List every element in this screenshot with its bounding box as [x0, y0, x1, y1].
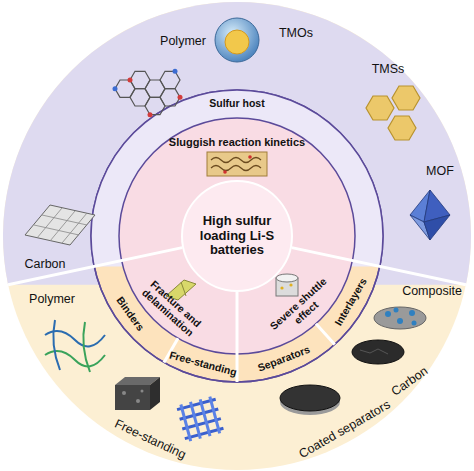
outer-upper-region — [3, 2, 471, 285]
plate — [388, 116, 416, 140]
cell-top — [276, 274, 298, 282]
plate — [366, 96, 394, 120]
band-lower — [91, 90, 383, 382]
category-label: Polymer — [29, 293, 75, 307]
pore — [141, 390, 144, 393]
strand — [191, 402, 201, 439]
category-label: Composite — [402, 285, 462, 299]
tms-plates — [366, 86, 420, 140]
crack — [181, 282, 186, 296]
chain — [83, 322, 90, 372]
particle — [397, 318, 403, 324]
blob — [374, 307, 426, 329]
pore — [136, 399, 140, 403]
core-title: High sulfur loading Li-S batteries — [195, 214, 279, 259]
tmo-sphere — [215, 18, 259, 62]
dot — [248, 155, 252, 159]
ring — [160, 71, 180, 88]
sphere-core — [225, 30, 249, 54]
particle — [385, 311, 391, 317]
lattice — [34, 208, 87, 243]
shuttle-cell — [276, 274, 298, 296]
face — [150, 377, 160, 410]
graphene-sheet — [25, 205, 95, 245]
composite-blob — [374, 307, 426, 329]
category-label: TMOs — [279, 27, 313, 41]
atom — [173, 69, 178, 74]
core-circle: High sulfur loading Li-S batteries — [181, 180, 293, 292]
category-label: MOF — [426, 165, 454, 179]
strand — [200, 399, 210, 436]
squiggle — [211, 166, 261, 171]
atom — [148, 112, 153, 117]
texture — [360, 349, 388, 354]
squiggle — [211, 158, 261, 163]
sheet — [25, 205, 95, 245]
particle — [409, 310, 415, 316]
polymer-network — [45, 320, 105, 372]
category-label: Polymer — [160, 35, 206, 49]
chain — [53, 320, 60, 370]
coated-separator — [280, 385, 340, 411]
woven-mesh — [176, 395, 224, 442]
ring — [145, 97, 165, 114]
mof-crystal — [410, 190, 450, 240]
divider — [316, 324, 335, 345]
band-outline — [91, 90, 383, 382]
face — [424, 215, 450, 240]
particle — [394, 308, 399, 313]
foam-block — [115, 377, 160, 410]
dot — [289, 283, 292, 286]
category-label: TMSs — [372, 63, 405, 77]
ring — [115, 80, 135, 97]
atom — [128, 78, 133, 83]
sector-title: Sluggish reaction kinetics — [162, 136, 312, 149]
carbon-disc — [352, 340, 404, 364]
pore — [122, 391, 126, 395]
challenge-sector: Sluggish reaction kinetics — [162, 136, 312, 149]
face — [115, 385, 150, 410]
particle — [412, 321, 417, 326]
strand — [181, 404, 191, 441]
kinetics-illustration — [207, 152, 267, 176]
polymer-molecule — [115, 71, 180, 114]
core-text-holder: High sulfur loading Li-S batteries — [195, 214, 279, 259]
plate — [392, 86, 420, 110]
atom — [178, 95, 183, 100]
category-label: Carbon — [25, 258, 66, 272]
strand — [210, 397, 220, 434]
dot — [223, 170, 227, 174]
outer-lower-region — [3, 2, 471, 470]
electrode-block — [207, 152, 267, 176]
band-label: Sulfur host — [209, 98, 264, 110]
dot — [280, 286, 283, 289]
atom — [113, 86, 118, 91]
